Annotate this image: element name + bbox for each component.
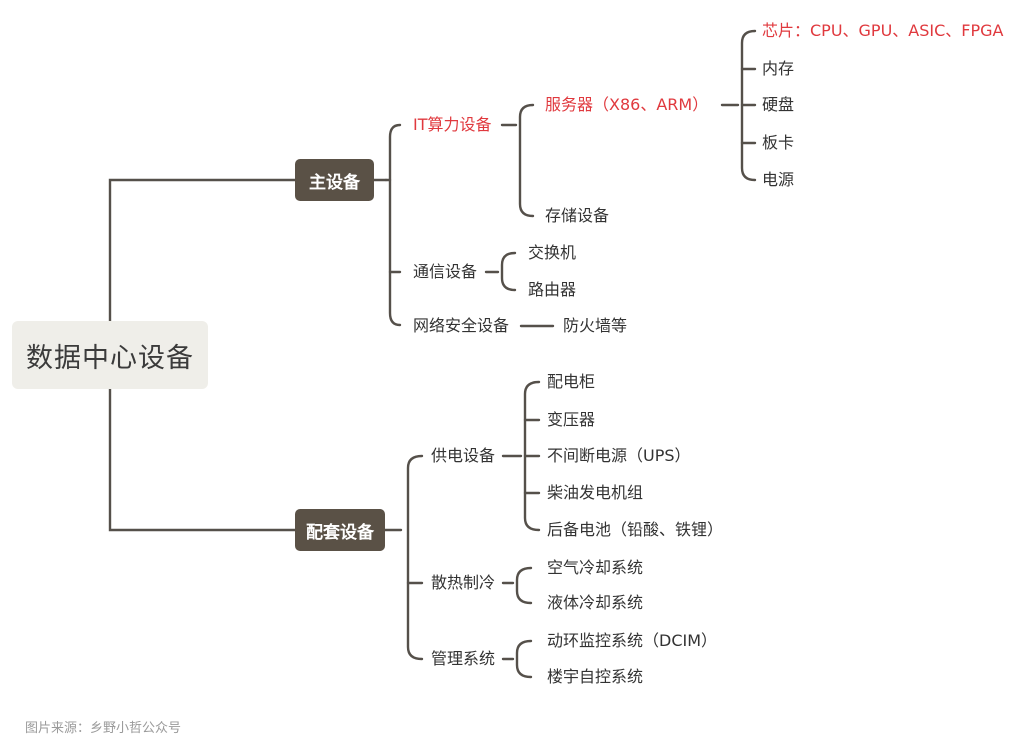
power-item-1: 变压器 — [547, 410, 596, 429]
power-node: 供电设备 — [431, 446, 496, 465]
it-compute-node: IT算力设备 — [413, 115, 492, 134]
mgmt-item-bas: 楼宇自控系统 — [547, 667, 644, 686]
security-node: 网络安全设备 — [413, 316, 510, 335]
cooling-item-air: 空气冷却系统 — [547, 558, 644, 577]
server-item-chip: 芯片：CPU、GPU、ASIC、FPGA — [762, 21, 1004, 40]
comm-node: 通信设备 — [413, 262, 478, 281]
support-device-node: 配套设备 — [295, 509, 385, 551]
power-item-2: 不间断电源（UPS） — [547, 446, 691, 465]
server-item-disk: 硬盘 — [762, 95, 795, 114]
power-item-4: 后备电池（铅酸、铁锂） — [547, 520, 724, 539]
image-source-caption: 图片来源：乡野小哲公众号 — [25, 721, 182, 736]
mgmt-node: 管理系统 — [431, 649, 496, 668]
main-device-node: 主设备 — [295, 159, 374, 201]
root-node: 数据中心设备 — [12, 321, 208, 389]
security-item-firewall: 防火墙等 — [563, 316, 628, 335]
mgmt-item-dcim: 动环监控系统（DCIM） — [547, 631, 718, 650]
server-node: 服务器（X86、ARM） — [545, 95, 709, 114]
cooling-node: 散热制冷 — [431, 573, 496, 592]
server-item-memory: 内存 — [762, 59, 795, 78]
cooling-item-liquid: 液体冷却系统 — [547, 593, 644, 612]
power-item-0: 配电柜 — [547, 372, 596, 391]
server-item-psu: 电源 — [762, 170, 795, 189]
comm-item-switch: 交换机 — [528, 243, 577, 262]
comm-item-router: 路由器 — [528, 280, 577, 299]
server-item-board: 板卡 — [762, 133, 795, 152]
power-item-3: 柴油发电机组 — [547, 483, 644, 502]
storage-node: 存储设备 — [545, 206, 610, 225]
